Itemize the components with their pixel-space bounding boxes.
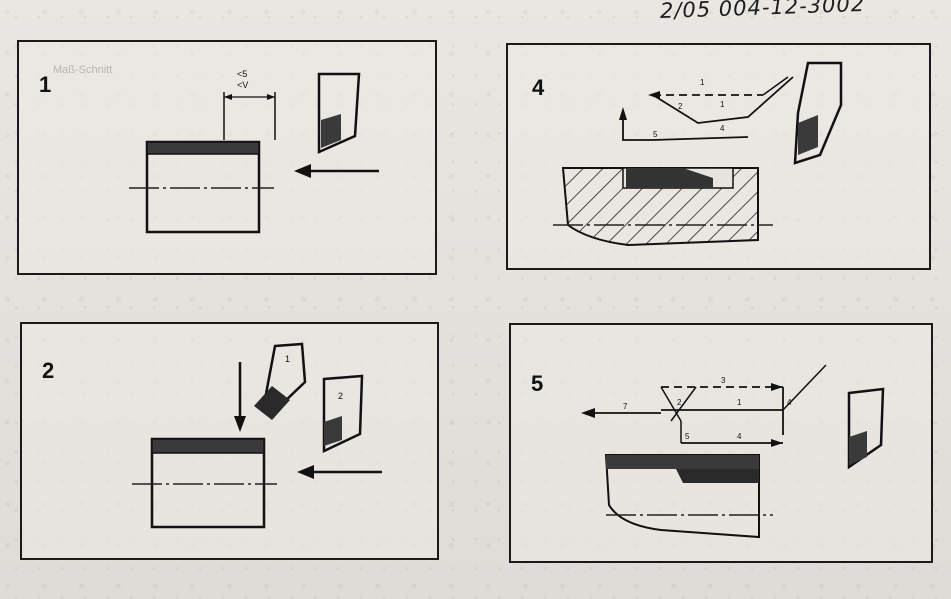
path-label: 5 [653, 130, 658, 139]
path-label: 4 [720, 124, 725, 133]
path-label: 1 [720, 100, 725, 109]
turning-diagram-5: 2 3 1 4 4 5 7 [581, 364, 885, 539]
path-label: 4 [787, 398, 792, 407]
path-label: 2 [678, 102, 683, 111]
panel-number: 5 [531, 371, 544, 396]
path-label: 3 [721, 376, 726, 385]
panel-number: 2 [42, 358, 55, 383]
path-label: 7 [623, 402, 628, 411]
panel-4: 4 1 2 1 4 5 [506, 43, 931, 270]
ghost-text: Maß-Schnitt [53, 64, 113, 76]
path-label: 2 [677, 398, 682, 407]
path-label: 5 [685, 432, 690, 441]
dim-label-top: <5 [237, 69, 247, 79]
panel-number: 1 [39, 72, 52, 97]
panel-5: 5 2 3 1 4 4 5 7 [509, 323, 933, 563]
turning-diagram-4: 1 2 1 4 5 [553, 61, 843, 247]
path-label: 1 [700, 78, 705, 87]
panel-1: 1 Maß-Schnitt <5 <V [17, 40, 437, 275]
dim-label-bottom: <V [237, 80, 248, 90]
panel-2: 2 1 2 [20, 322, 439, 560]
turning-diagram-2: 1 2 [132, 342, 382, 529]
tool-label-1: 1 [285, 354, 290, 364]
tool-label-2: 2 [338, 391, 343, 401]
panel-number: 4 [532, 75, 545, 100]
path-label: 4 [737, 432, 742, 441]
path-label: 1 [737, 398, 742, 407]
turning-diagram-1: <5 <V [129, 69, 379, 234]
